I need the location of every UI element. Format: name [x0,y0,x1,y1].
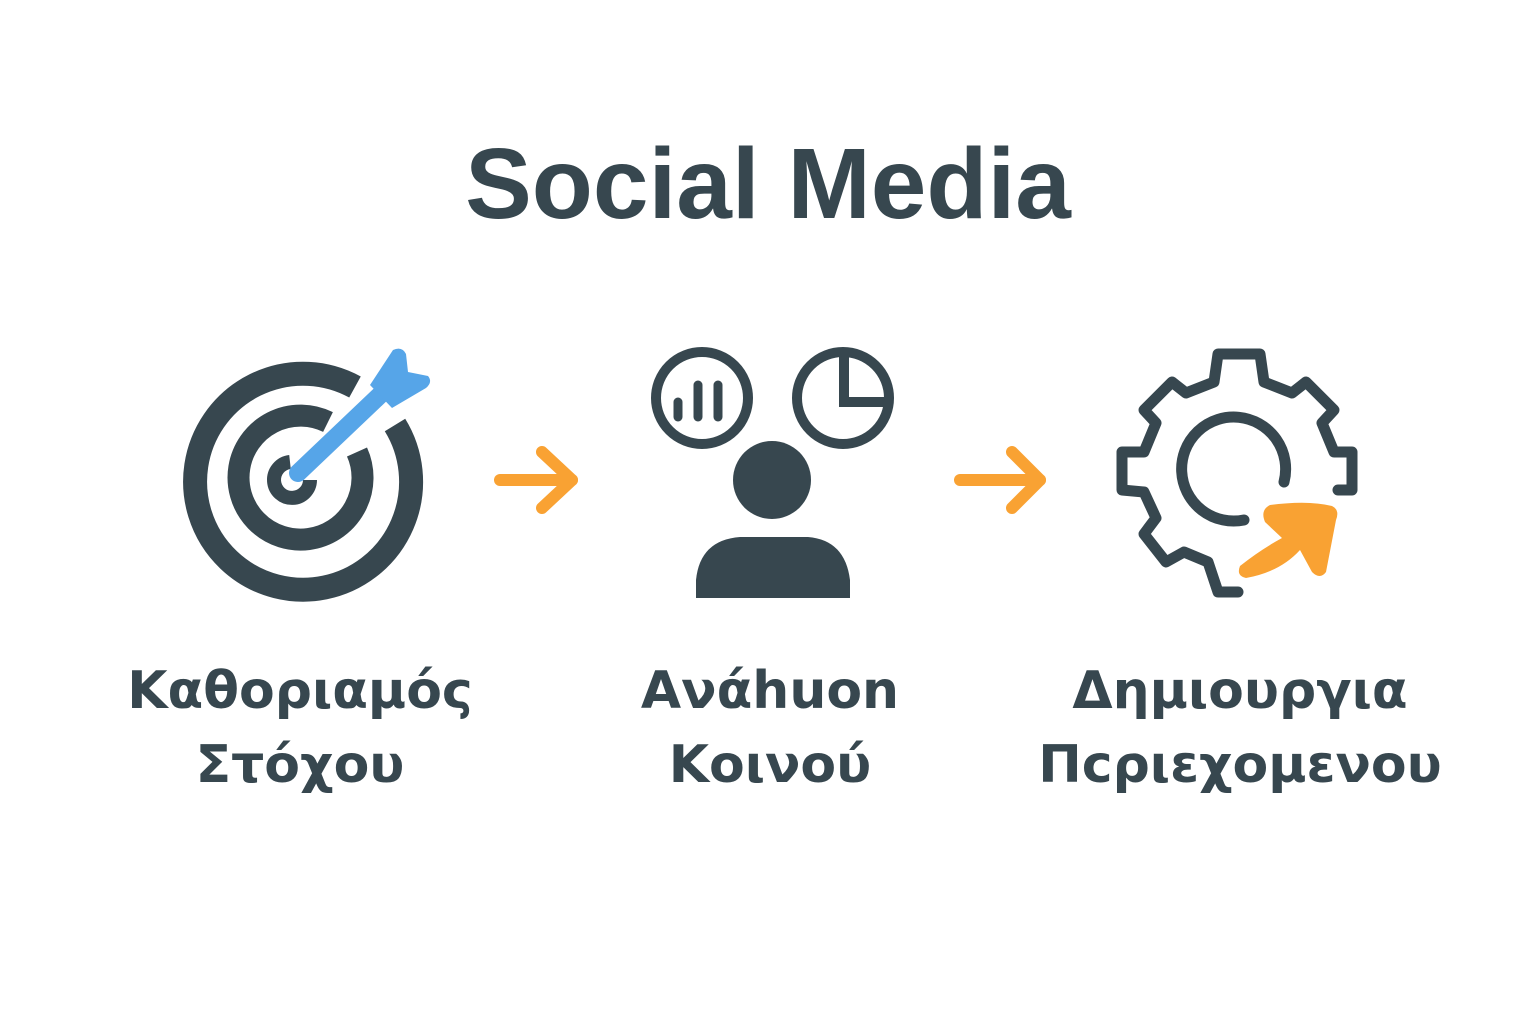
step-1-icon [170,340,440,610]
step-1-label: Καθοριαμός Στόχου [100,654,500,802]
step-2-icon [640,340,910,610]
step-2-label-line-1: Ανάhuon [640,661,900,721]
audience-analytics-icon [651,347,894,598]
arrow-right-icon [954,446,1046,514]
page-title: Social Media [465,128,1071,240]
gear-with-growth-arrow-icon [1116,348,1358,598]
arrow-right-icon [494,446,578,514]
step-3-label-line-1: Δημιουργια [1072,661,1408,721]
step-1-label-line-1: Καθοριαμός [127,661,473,721]
arrow-connector-2 [950,440,1050,520]
arrow-connector-1 [490,440,585,520]
step-3-icon [1100,340,1370,610]
step-2-label-line-2: Κοινού [668,735,872,795]
step-3-label: Δημιουργια Πcριεχομενου [1020,654,1460,802]
step-1-label-line-2: Στόχου [195,735,405,795]
target-with-dart-icon [183,348,431,602]
step-2-label: Ανάhuon Κοινού [570,654,970,802]
step-3-label-line-2: Πcριεχομενου [1038,735,1442,795]
